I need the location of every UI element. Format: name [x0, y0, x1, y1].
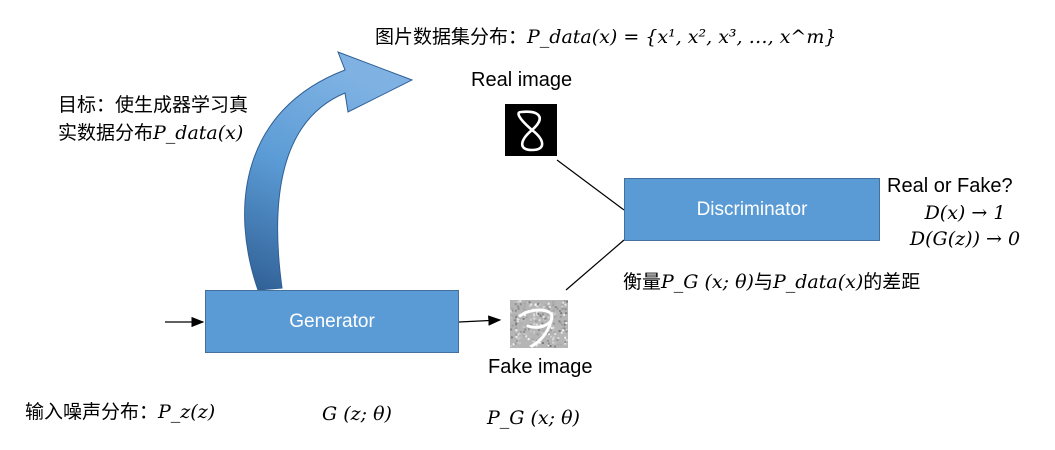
generator-box: Generator [205, 290, 459, 353]
real-image [505, 104, 557, 156]
dataset-distribution-formula: P_data(x) = {x¹, x², x³, …, x^m} [527, 26, 837, 48]
measure-suffix: 的差距 [863, 271, 921, 293]
goal-line-2-formula: P_data(x) [153, 122, 244, 144]
measure-middle: 与 [753, 271, 773, 293]
fake-to-discriminator-line [565, 239, 625, 291]
measure-prefix: 衡量 [623, 271, 662, 293]
generator-output-arrow [458, 315, 502, 326]
generator-label: Generator [289, 310, 375, 332]
measure-text: 衡量P_G (x; θ)与P_data(x)的差距 [623, 270, 920, 294]
noise-label: 输入噪声分布： [25, 401, 159, 423]
measure-formula-1: P_G (x; θ) [661, 271, 754, 293]
real-to-discriminator-line [556, 159, 625, 211]
discriminator-question: Real or Fake? [887, 175, 1013, 197]
goal-line-2: 实数据分布P_data(x) [58, 121, 243, 145]
dataset-distribution-label: 图片数据集分布： [375, 26, 528, 48]
measure-formula-2: P_data(x) [772, 271, 864, 293]
curved-arrow-icon [244, 51, 414, 291]
fake-image-label: Fake image [488, 356, 593, 378]
noise-formula: P_z(z) [158, 401, 216, 423]
generator-distribution: P_G (x; θ) [487, 407, 580, 429]
discriminator-box: Discriminator [624, 178, 880, 241]
fake-image [510, 300, 568, 348]
discriminator-label: Discriminator [696, 198, 808, 220]
noise-distribution: 输入噪声分布：P_z(z) [25, 400, 215, 424]
real-image-label: Real image [471, 69, 573, 91]
goal-line-2-prefix: 实数据分布 [58, 122, 154, 144]
generator-function: G (z; θ) [322, 403, 392, 425]
discriminator-output-fake: D(G(z)) → 0 [909, 228, 1021, 250]
dataset-distribution: 图片数据集分布：P_data(x) = {x¹, x², x³, …, x^m} [375, 25, 836, 49]
goal-line-1: 目标：使生成器学习真 [58, 94, 249, 116]
discriminator-output-real: D(x) → 1 [924, 202, 1006, 224]
